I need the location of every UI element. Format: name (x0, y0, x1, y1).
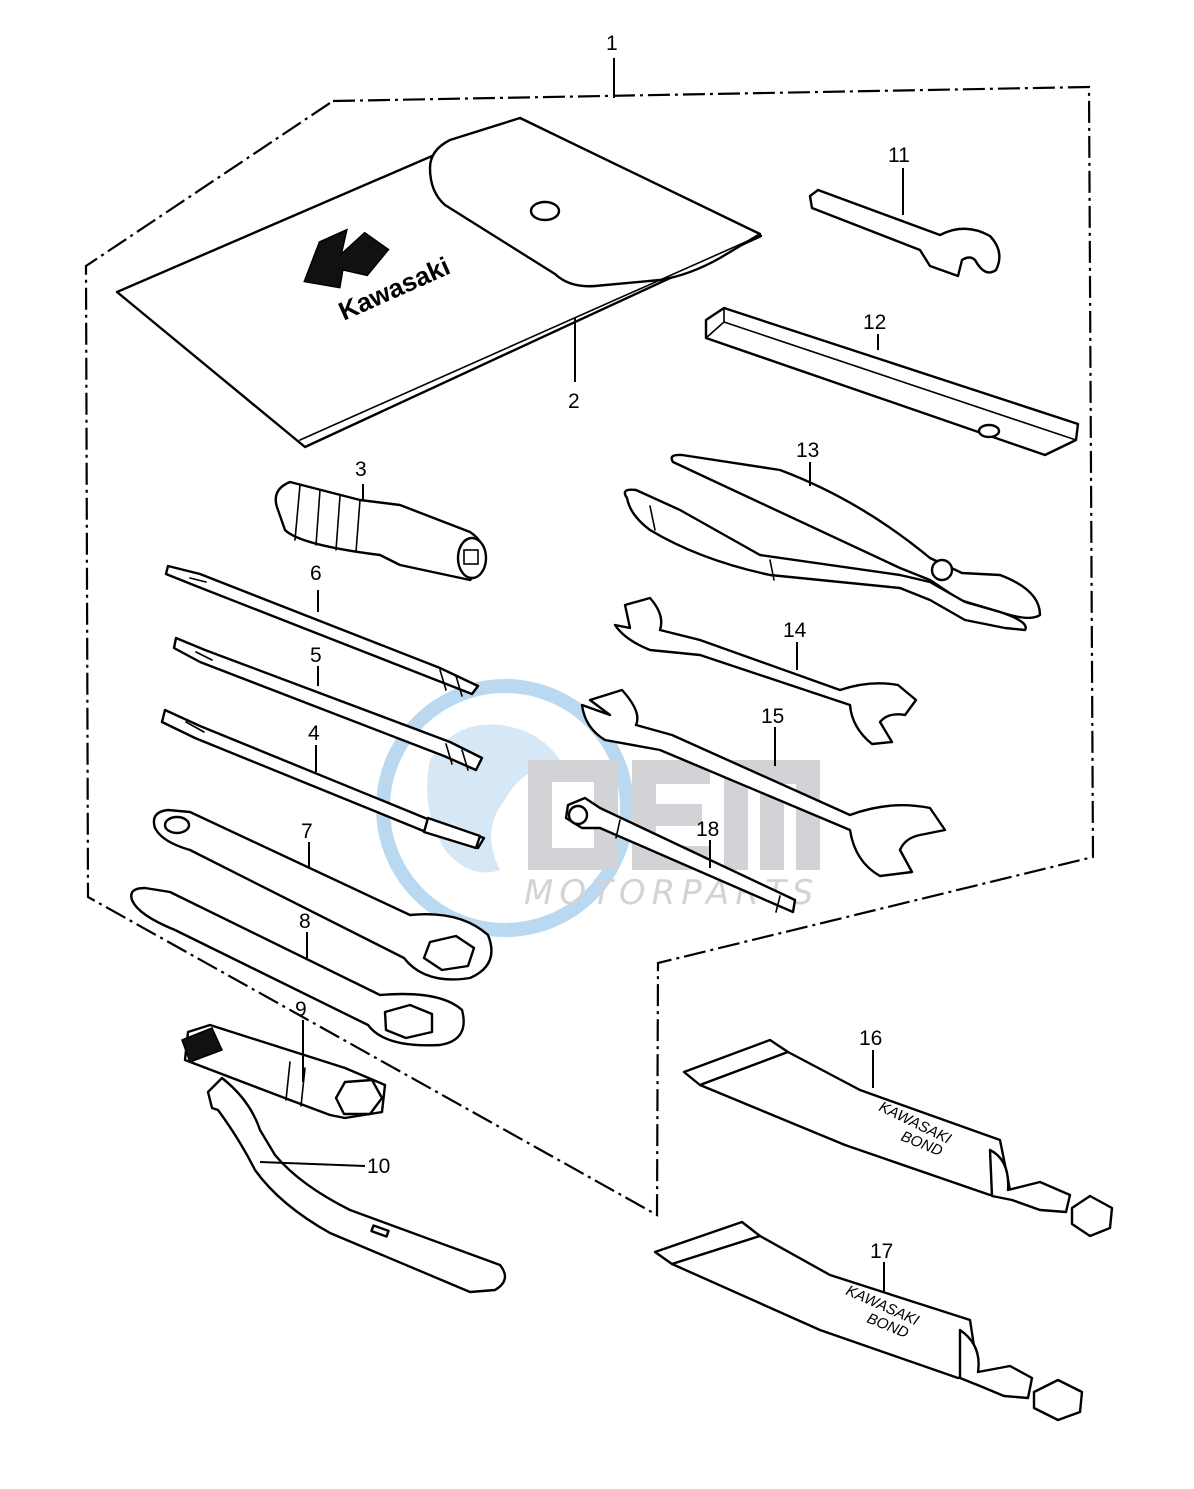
double-wrench-15 (580, 688, 947, 878)
callout-15: 15 (761, 705, 784, 728)
flat-bar-12 (704, 306, 1080, 457)
callout-4: 4 (308, 722, 320, 745)
bond-tube-17: KAWASAKI BOND (653, 1220, 1084, 1422)
leader-lines (259, 58, 904, 1292)
double-wrench-14 (613, 596, 918, 746)
callout-6: 6 (310, 562, 322, 585)
callout-17: 17 (870, 1240, 893, 1263)
callout-numbers: 1 2 3 4 5 6 7 8 9 10 11 12 13 14 15 16 1… (295, 32, 910, 1263)
callout-2: 2 (568, 390, 580, 413)
tool-pouch: Kawasaki (115, 116, 763, 449)
callout-9: 9 (295, 998, 307, 1021)
callout-11: 11 (888, 144, 910, 167)
screwdriver-5 (172, 636, 484, 772)
callout-13: 13 (796, 439, 819, 462)
kit-boundary (84, 85, 1095, 1217)
callout-7: 7 (301, 820, 313, 843)
socket-handle (274, 480, 488, 582)
screwdriver-6 (164, 564, 480, 697)
callout-16: 16 (859, 1027, 882, 1050)
hook-spanner-10 (206, 1076, 507, 1294)
callout-14: 14 (783, 619, 807, 642)
open-wrench-11 (808, 188, 1001, 278)
bond-tube-16: KAWASAKI BOND (682, 1038, 1114, 1238)
ring-wrench-7 (152, 808, 493, 981)
callout-10: 10 (367, 1155, 390, 1178)
callout-12: 12 (863, 311, 886, 334)
callout-18: 18 (696, 818, 719, 841)
callout-1: 1 (606, 32, 618, 55)
hex-bar-18 (564, 796, 797, 914)
plug-wrench-9 (181, 1023, 387, 1120)
screwdriver-4 (160, 708, 486, 850)
callout-8: 8 (299, 910, 311, 933)
flat-wrench-8 (130, 886, 465, 1047)
callout-3: 3 (355, 458, 367, 481)
pliers-13 (623, 453, 1042, 632)
callout-5: 5 (310, 644, 322, 667)
